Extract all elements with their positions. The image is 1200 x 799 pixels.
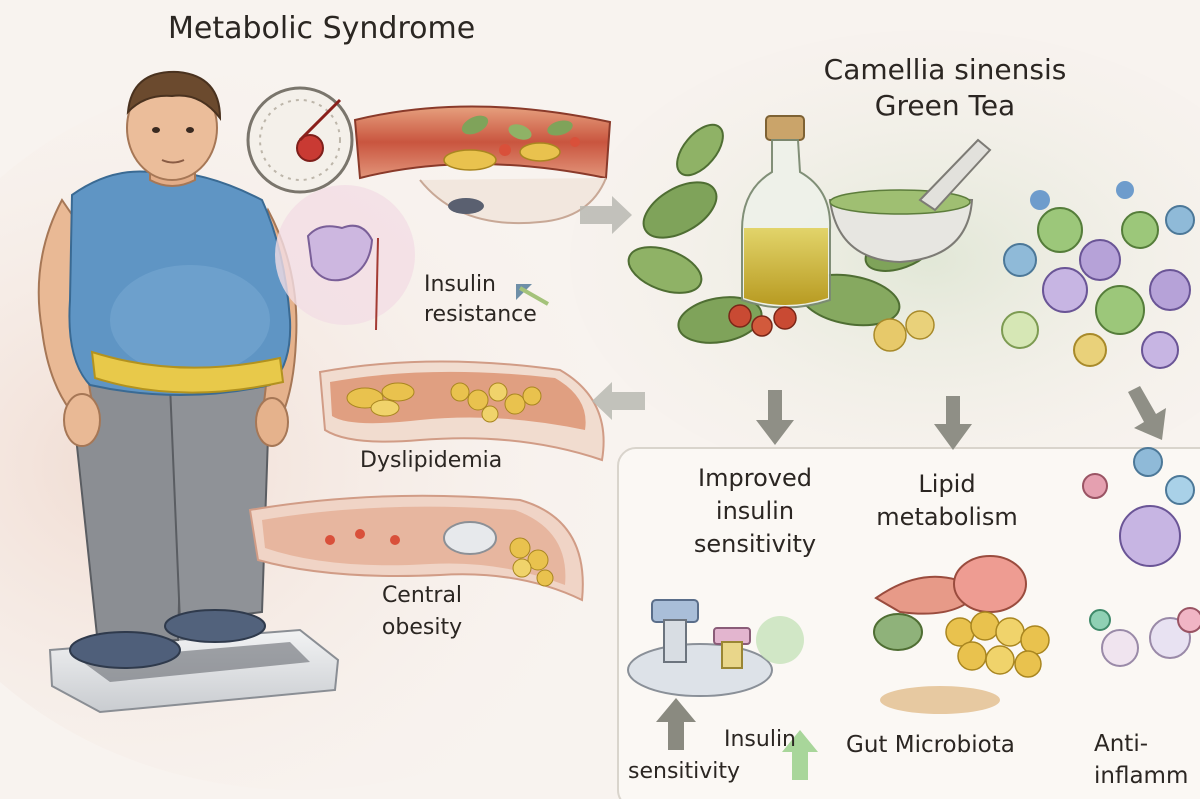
arrow-down-3	[1128, 386, 1166, 440]
lipid-metabolism-label: Lipid metabolism	[842, 468, 1052, 534]
measuring-tape	[90, 350, 285, 394]
improved-label-line3: sensitivity	[693, 530, 817, 558]
right-eye	[186, 127, 194, 133]
arrow-up-dark	[656, 698, 696, 750]
lipid-label-line2: metabolism	[876, 503, 1018, 531]
pancreas-organ	[306, 224, 374, 282]
anti-label-line2: inflamm	[1094, 763, 1189, 789]
dyslipidemia-label: Dyslipidemia	[360, 448, 503, 473]
insulin-resistance-label-line2: resistance	[424, 302, 537, 327]
pestle	[918, 138, 992, 212]
dark-disc	[448, 198, 484, 214]
receptor-icon	[651, 599, 699, 623]
plaque	[443, 521, 497, 555]
arrow-up-green	[782, 730, 818, 780]
dyslipidemia-illustration	[318, 360, 605, 462]
central-obesity-label-line2: obesity	[381, 615, 463, 640]
polyphenol-cluster	[1001, 181, 1195, 369]
anti-label-line1: Anti-	[1094, 731, 1149, 757]
flow-arrows	[580, 196, 1166, 780]
arrow-down-2	[934, 396, 972, 450]
insulin-sensitivity-label-line1: Insulin	[724, 727, 797, 752]
green-tea-title-line1: Camellia sinensis	[823, 53, 1067, 86]
insulin-sensitivity-label-line2: sensitivity	[628, 759, 741, 784]
gut-microbiota-label: Gut Microbiota	[846, 732, 1015, 758]
belly-highlight	[110, 265, 270, 375]
improved-label-line1: Improved	[698, 464, 812, 492]
gauge-bulb	[296, 134, 324, 162]
metabolic-syndrome-title: Metabolic Syndrome	[168, 11, 476, 46]
arrow-left	[592, 382, 645, 420]
left-eye	[152, 127, 160, 133]
insulin-sensitivity-illustration	[627, 599, 804, 697]
left-hand	[63, 393, 101, 447]
oil-liquid	[744, 228, 828, 305]
insulin-needle	[375, 237, 379, 331]
insulin-sensitivity-label: Insulin sensitivity	[628, 724, 808, 788]
insulin-resistance-label-line1: Insulin	[424, 272, 497, 297]
anti-inflammatory-label: Anti- inflamm	[1094, 728, 1200, 792]
right-leg	[168, 376, 272, 624]
arrow-right	[580, 196, 632, 234]
hair	[126, 70, 222, 121]
insulin-resistance-illustration	[246, 86, 612, 331]
anti-inflammatory-illustration	[1082, 447, 1200, 667]
green-tea-title-line2: Green Tea	[874, 89, 1016, 122]
mouth	[161, 159, 185, 164]
microbiota-mass	[880, 686, 1000, 714]
insulin-resistance-label: Insulin resistance	[424, 270, 584, 330]
person-figure	[37, 70, 340, 714]
improved-label-line2: insulin	[715, 497, 795, 525]
central-obesity-label-line1: Central	[381, 583, 463, 608]
lipid-label-line1: Lipid	[918, 470, 976, 498]
right-shoe	[164, 609, 266, 643]
green-tea-illustration	[627, 115, 1195, 369]
improved-insulin-sensitivity-label: Improved insulin sensitivity	[660, 462, 850, 561]
central-obesity-illustration	[248, 494, 584, 602]
left-shoe	[69, 631, 181, 669]
right-hand	[255, 397, 289, 447]
green-tea-title: Camellia sinensis Green Tea	[770, 52, 1120, 124]
lipid-metabolism-illustration	[873, 555, 1050, 714]
arrow-down-1	[756, 390, 794, 445]
central-obesity-label: Central obesity	[352, 580, 492, 644]
